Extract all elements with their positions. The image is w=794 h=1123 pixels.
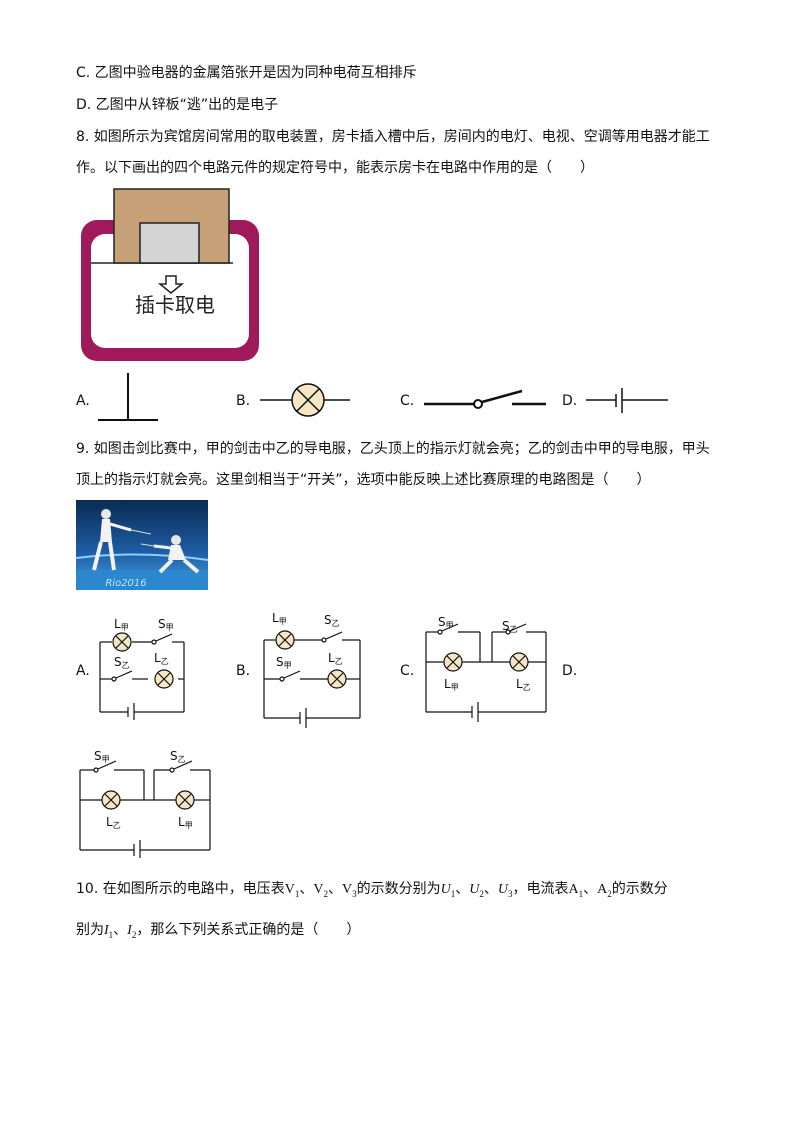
svg-text:S乙: S乙 bbox=[114, 655, 130, 670]
question-8-line-1: 8. 如图所示为宾馆房间常用的取电装置，房卡插入槽中后，房间内的电灯、电视、空调… bbox=[76, 129, 710, 145]
option-7c: C. 乙图中验电器的金属箔张开是因为同种电荷互相排斥 bbox=[76, 65, 417, 81]
q9-circuit-b: L甲 S乙 S甲 L乙 bbox=[263, 611, 361, 728]
q8-option-c-label: C. bbox=[400, 393, 415, 409]
q9-circuit-a: L甲 S甲 S乙 L乙 bbox=[99, 617, 185, 720]
battery-icon bbox=[471, 702, 479, 722]
q9-option-c-label: C. bbox=[400, 663, 415, 679]
rio-logo-text: Rio2016 bbox=[105, 578, 146, 589]
q9-option-a-label: A. bbox=[76, 663, 90, 679]
q9-option-d-label: D. bbox=[562, 663, 578, 679]
question-9-line-1: 9. 如图击剑比赛中，甲的剑击中乙的导电服，乙头顶上的指示灯就会亮；乙的剑击中甲… bbox=[76, 441, 710, 457]
question-8-line-2: 作。以下画出的四个电路元件的规定符号中，能表示房卡在电路中作用的是（ ） bbox=[76, 160, 594, 176]
switch-icon bbox=[111, 633, 173, 682]
battery-icon bbox=[133, 840, 141, 858]
card-power-device-figure: 插卡取电 bbox=[81, 188, 259, 361]
svg-text:S甲: S甲 bbox=[94, 749, 110, 764]
svg-text:S乙: S乙 bbox=[502, 619, 518, 634]
q8-symbol-a bbox=[98, 373, 158, 421]
q8-symbol-c-switch bbox=[424, 389, 546, 409]
option-7d: D. 乙图中从锌板“逃”出的是电子 bbox=[76, 97, 279, 113]
q8-option-d-label: D. bbox=[562, 393, 578, 409]
svg-text:L甲: L甲 bbox=[114, 617, 129, 632]
q8-symbol-b-lamp bbox=[260, 383, 350, 417]
svg-text:L乙: L乙 bbox=[106, 815, 121, 830]
battery-icon bbox=[299, 708, 307, 728]
q8-option-b-label: B. bbox=[236, 393, 251, 409]
switch-icon bbox=[93, 760, 193, 773]
question-9-line-2: 顶上的指示灯就会亮。这里剑相当于“开关”，选项中能反映上述比赛原理的电路图是（ … bbox=[76, 472, 651, 488]
q9-circuit-d: S甲 S乙 L乙 L甲 bbox=[79, 749, 211, 858]
down-arrow-icon bbox=[157, 275, 185, 294]
svg-text:S甲: S甲 bbox=[158, 617, 174, 632]
question-10-line-1: 10. 在如图所示的电路中，电压表V1、V2、V3的示数分别为U1、U2、U3，… bbox=[76, 881, 668, 899]
q9-circuit-c: S甲 S乙 L甲 L乙 bbox=[425, 615, 547, 722]
svg-text:L乙: L乙 bbox=[154, 651, 169, 666]
svg-text:L甲: L甲 bbox=[444, 677, 459, 692]
svg-text:L乙: L乙 bbox=[328, 651, 343, 666]
q8-option-a-label: A. bbox=[76, 393, 90, 409]
q8-symbol-d-battery bbox=[586, 388, 668, 413]
svg-text:S乙: S乙 bbox=[324, 613, 340, 628]
label-l: L bbox=[114, 617, 121, 631]
svg-text:S甲: S甲 bbox=[276, 655, 292, 670]
battery-icon bbox=[127, 703, 135, 720]
switch-icon bbox=[437, 623, 527, 635]
q9-option-b-label: B. bbox=[236, 663, 251, 679]
svg-text:S乙: S乙 bbox=[170, 749, 186, 764]
svg-text:L乙: L乙 bbox=[516, 677, 531, 692]
card-slot-window bbox=[139, 222, 200, 264]
fencing-photo: Rio2016 bbox=[76, 500, 208, 590]
switch-icon bbox=[279, 631, 343, 682]
svg-text:L甲: L甲 bbox=[272, 611, 287, 626]
card-power-label: 插卡取电 bbox=[135, 293, 215, 317]
question-10-line-2: 别为I1、I2，那么下列关系式正确的是（ ） bbox=[76, 922, 361, 940]
svg-text:L甲: L甲 bbox=[178, 815, 193, 830]
svg-text:S甲: S甲 bbox=[438, 615, 454, 630]
